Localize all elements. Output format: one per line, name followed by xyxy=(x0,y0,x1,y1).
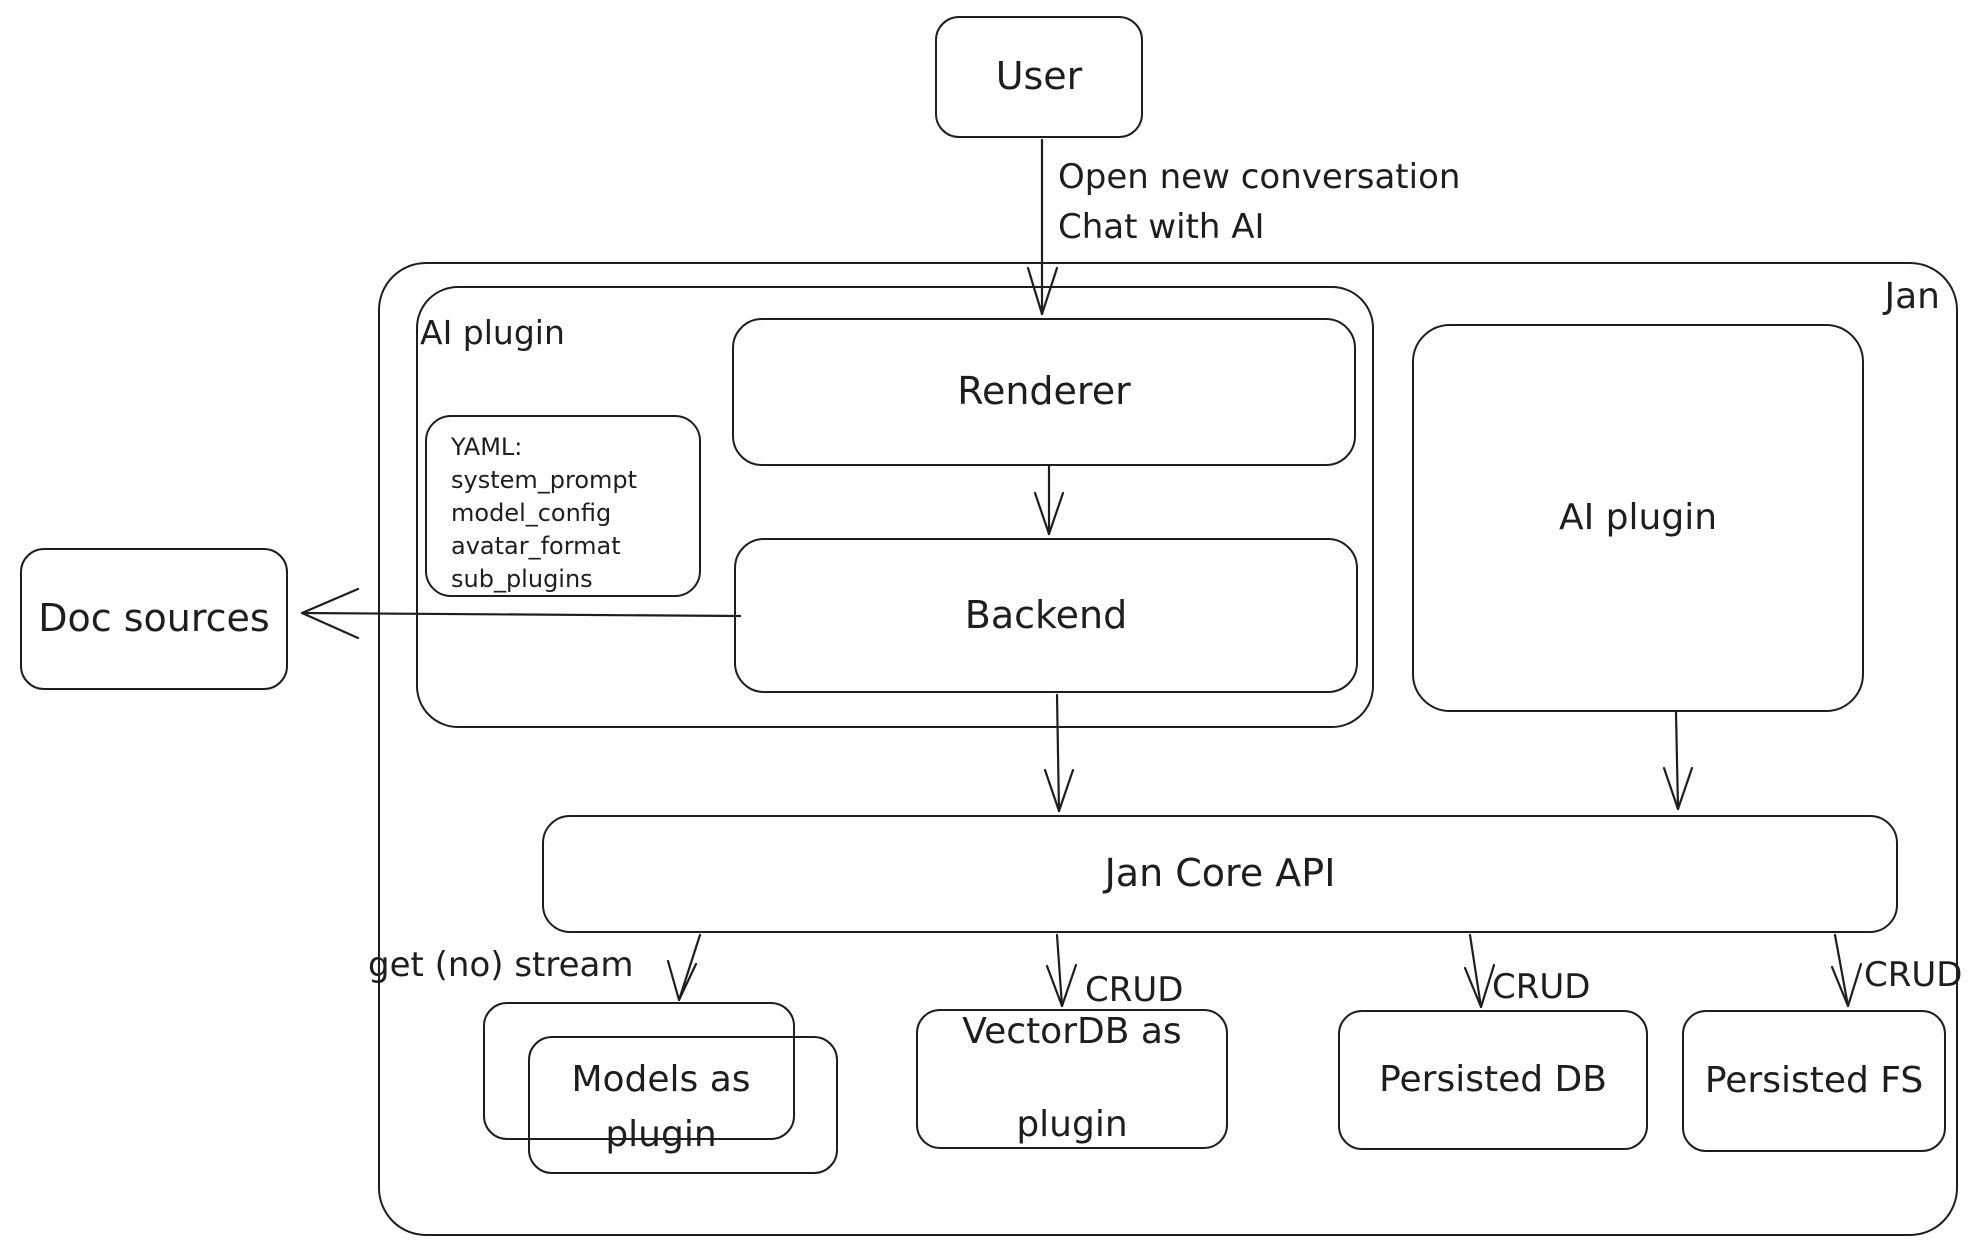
node-renderer: Renderer xyxy=(732,318,1356,466)
yaml-note-line: system_prompt xyxy=(451,466,638,494)
node-user-label: User xyxy=(995,54,1083,99)
edge-label-user-action: Open new conversation Chat with AI xyxy=(1058,157,1461,247)
node-vectordb-as-plugin-label: VectorDB as plugin xyxy=(962,1010,1182,1146)
node-ai-plugin-group xyxy=(416,286,1374,728)
yaml-note-line: model_config xyxy=(451,499,612,527)
node-models-as-plugin-label: Models as plugin xyxy=(571,1059,751,1155)
node-persisted-db-label: Persisted DB xyxy=(1379,1058,1607,1100)
node-jan-container-label: Jan xyxy=(1884,276,1941,317)
node-persisted-db: Persisted DB xyxy=(1338,1010,1648,1150)
node-user: User xyxy=(935,16,1143,138)
node-ai-plugin-group-label: AI plugin xyxy=(420,313,565,352)
node-persisted-fs-label: Persisted FS xyxy=(1704,1059,1924,1101)
edge-label-crud-fs: CRUD xyxy=(1864,955,1963,995)
node-ai-plugin: AI plugin xyxy=(1412,324,1864,712)
edge-label-crud-vectordb: CRUD xyxy=(1085,970,1184,1010)
node-ai-plugin-label: AI plugin xyxy=(1558,496,1718,538)
yaml-note-line: sub_plugins xyxy=(451,565,593,593)
node-yaml-note: YAML: system_prompt model_config avatar_… xyxy=(425,415,701,597)
node-doc-sources-label: Doc sources xyxy=(38,596,270,641)
edge-label-get-no-stream: get (no) stream xyxy=(368,945,634,985)
node-backend: Backend xyxy=(734,538,1358,693)
node-vectordb-as-plugin: VectorDB as plugin xyxy=(916,1009,1228,1149)
edge-label-crud-db: CRUD xyxy=(1492,967,1591,1007)
node-jan-container: Jan xyxy=(378,262,1958,1236)
node-jan-core-api: Jan Core API xyxy=(542,815,1898,933)
yaml-note-title: YAML: xyxy=(451,433,523,461)
node-backend-label: Backend xyxy=(964,592,1128,637)
node-models-as-plugin-inner xyxy=(528,1036,838,1174)
node-persisted-fs: Persisted FS xyxy=(1682,1010,1946,1152)
node-renderer-label: Renderer xyxy=(957,369,1131,414)
yaml-note-line: avatar_format xyxy=(451,532,621,560)
node-jan-core-api-label: Jan Core API xyxy=(1104,851,1336,896)
node-doc-sources: Doc sources xyxy=(20,548,288,690)
node-models-as-plugin-outer xyxy=(483,1002,795,1140)
